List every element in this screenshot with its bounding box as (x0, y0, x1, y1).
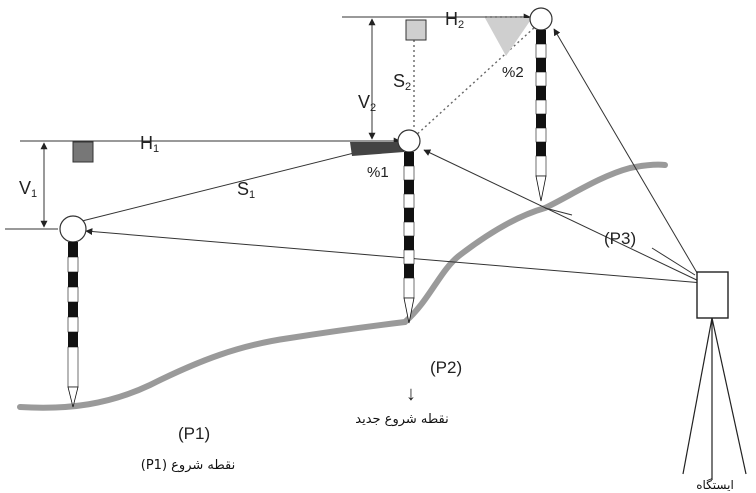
slope-wedge-2 (485, 18, 532, 56)
caption-p1: نقطه شروع (P1) (141, 458, 235, 473)
label-p3: (P3) (604, 229, 636, 248)
label-h1: H1 (140, 133, 159, 155)
label-s2: S2 (393, 71, 411, 93)
p3-leader (651, 247, 696, 276)
label-s1: S1 (237, 179, 255, 201)
ground-ray (544, 207, 573, 216)
caption-station: ایستگاه (696, 478, 734, 492)
label-p2: (P2) (430, 358, 462, 377)
sight-line-p3 (553, 28, 704, 284)
slope-line-s1 (81, 140, 403, 222)
slope-line-s2 (413, 26, 536, 138)
label-p1: (P1) (178, 424, 210, 443)
label-pct2: %2 (502, 64, 524, 81)
sight-line-p2 (423, 149, 704, 284)
label-v1: V1 (19, 178, 37, 200)
label-v2: V2 (358, 92, 376, 114)
slope-wedge-1 (350, 142, 406, 156)
pole-p2 (397, 129, 421, 324)
right-angle-marker-2 (405, 19, 427, 41)
sight-line-p1 (85, 228, 704, 284)
label-h2: H2 (445, 9, 464, 31)
right-angle-marker-1 (72, 141, 94, 163)
label-pct1: %1 (367, 164, 389, 181)
total-station (682, 271, 747, 480)
caption-p2: نقطه شروع جدید (355, 412, 449, 427)
pole-p1 (59, 215, 87, 408)
ground-profile (17, 161, 668, 411)
p2-down-arrow: ↓ (406, 383, 416, 405)
pole-p3 (529, 7, 553, 202)
